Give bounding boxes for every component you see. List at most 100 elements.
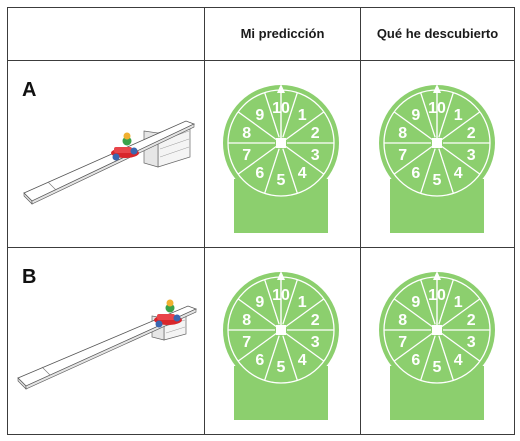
spinner-spoke (285, 146, 325, 175)
spinner-spoke (441, 333, 481, 362)
spinner-spoke (264, 279, 280, 325)
header-prediction-label: Mi predicción (240, 26, 325, 41)
spinner-spoke (438, 279, 454, 325)
spinner-number-9: 9 (255, 107, 264, 124)
spinner-spoke (420, 279, 436, 325)
spinner-pointer-tip (277, 271, 285, 280)
prediction-table: Mi predicción Qué he descubierto A (7, 7, 515, 435)
spinner-spoke (264, 92, 280, 138)
spinner-number-1: 1 (298, 107, 307, 124)
spinner-number-7: 7 (398, 334, 407, 351)
spinner-spoke (441, 298, 481, 327)
spinner-number-8: 8 (398, 312, 407, 329)
spinner-spoke (441, 146, 481, 175)
spinner-number-3: 3 (467, 334, 476, 351)
ramp-cell-b: B (7, 247, 205, 435)
spinner-number-1: 1 (454, 107, 463, 124)
header-cell-empty (7, 7, 205, 61)
spinner-spoke (237, 333, 277, 362)
spinner-number-4: 4 (298, 352, 307, 369)
spinner-number-1: 1 (454, 294, 463, 311)
spinner-spoke (393, 111, 433, 140)
spinner-number-3: 3 (467, 147, 476, 164)
spinner-spoke (264, 148, 280, 194)
ramp-illustration-a (23, 120, 196, 205)
spinner-number-8: 8 (242, 312, 251, 329)
spinner-number-7: 7 (242, 334, 251, 351)
spinner-spoke (282, 335, 298, 381)
row-label-a: A (22, 79, 37, 101)
spinner-number-5: 5 (277, 359, 286, 376)
spinner-spoke (285, 333, 325, 362)
header-row: Mi predicción Qué he descubierto (7, 7, 515, 61)
spinner-number-3: 3 (311, 334, 320, 351)
row-label-b: B (22, 266, 37, 288)
spinner-spoke (237, 146, 277, 175)
spinner-hub (276, 325, 286, 335)
spinner-number-8: 8 (242, 125, 251, 142)
spinner-number-1: 1 (298, 294, 307, 311)
spinner-pointer-tip (433, 84, 441, 93)
toy-car-b (154, 299, 182, 328)
ramp-cell-a: A (7, 60, 205, 248)
table-row-a: A (7, 60, 515, 248)
car-driver (122, 136, 132, 146)
spinner-spoke (393, 298, 433, 327)
ramp-board-b (17, 305, 198, 390)
header-discovered-label: Qué he descubierto (376, 26, 499, 41)
spinner-spoke (438, 92, 454, 138)
spinner-number-6: 6 (411, 352, 420, 369)
spinner-spoke (282, 279, 298, 325)
spinner-spoke (420, 148, 436, 194)
spinner-number-3: 3 (311, 147, 320, 164)
spinner-number-5: 5 (433, 172, 442, 189)
spinner-spoke (438, 335, 454, 381)
spinner-number-6: 6 (255, 165, 264, 182)
spinner-number-7: 7 (242, 147, 251, 164)
spinner-pointer-tip (433, 271, 441, 280)
car-wheel (155, 320, 163, 328)
spinner-number-2: 2 (467, 312, 476, 329)
spinner-number-2: 2 (311, 312, 320, 329)
spinner-number-4: 4 (454, 352, 463, 369)
ramp-board-a (23, 120, 196, 205)
spinner-number-7: 7 (398, 147, 407, 164)
spinner-number-4: 4 (298, 165, 307, 182)
spinner-spoke (420, 335, 436, 381)
spinner-number-8: 8 (398, 125, 407, 142)
spinner-number-5: 5 (277, 172, 286, 189)
spinner-spoke (285, 298, 325, 327)
spinner-number-6: 6 (255, 352, 264, 369)
spinner-spoke (393, 333, 433, 362)
table-row-b: B (7, 247, 515, 435)
ramp-illustration-b (17, 299, 198, 390)
spinner-spoke (282, 148, 298, 194)
spinner-spoke (420, 92, 436, 138)
spinner-spoke (282, 92, 298, 138)
spinner-number-9: 9 (411, 107, 420, 124)
spinner-spoke (438, 148, 454, 194)
spinner-spoke (285, 111, 325, 140)
spinner-spoke (441, 111, 481, 140)
spinner-pointer-tip (277, 84, 285, 93)
spinner-spoke (237, 111, 277, 140)
spinner-number-6: 6 (411, 165, 420, 182)
header-cell-prediction: Mi predicción (204, 7, 361, 61)
spinner-hub (432, 138, 442, 148)
spinner-spoke (393, 146, 433, 175)
car-wheel (130, 147, 138, 155)
header-cell-discovered: Qué he descubierto (360, 7, 515, 61)
spinner-number-5: 5 (433, 359, 442, 376)
spinner-spoke (237, 298, 277, 327)
spinner-spoke (264, 335, 280, 381)
spinner-number-4: 4 (454, 165, 463, 182)
spinner-hub (276, 138, 286, 148)
